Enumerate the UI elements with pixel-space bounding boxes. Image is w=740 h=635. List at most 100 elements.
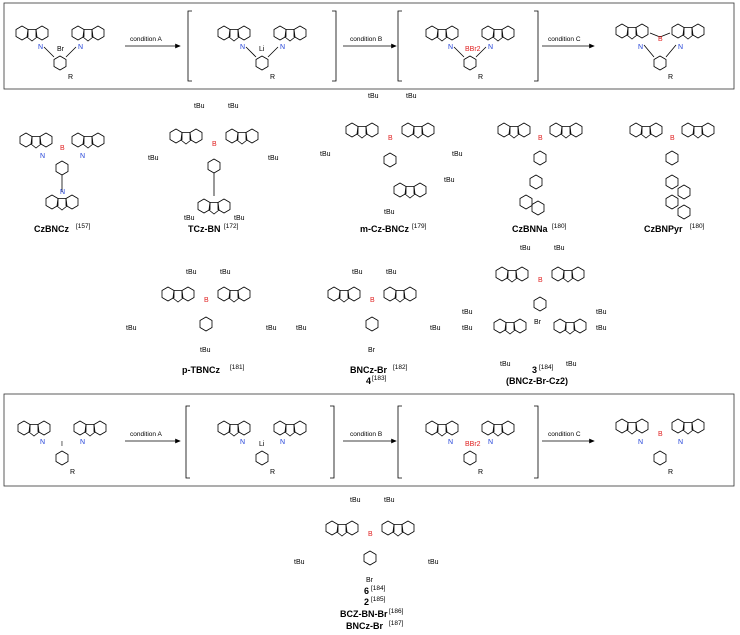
tbu-group: tBu — [228, 103, 239, 110]
tbu-group: tBu — [462, 309, 473, 316]
tbu-group: tBu — [406, 93, 417, 100]
tbu-group: tBu — [384, 209, 395, 216]
boron-atom: B — [658, 431, 663, 438]
compound-label: p-TBNCz — [182, 365, 220, 375]
compound-ref: [182] — [393, 364, 408, 371]
scheme-1-lithiated: N N Li R — [187, 10, 337, 82]
compound-ref: [187] — [389, 620, 404, 627]
tbu-group: tBu — [430, 325, 441, 332]
tbu-group: tBu — [294, 559, 305, 566]
tbu-group: tBu — [500, 361, 511, 368]
scheme-1-product: N N B R — [616, 24, 704, 81]
n-atom: N — [60, 189, 65, 196]
scheme-2-frame — [3, 393, 735, 487]
tbu-group: tBu — [148, 155, 159, 162]
n-atom-right: N — [280, 44, 285, 51]
lithium-atom: Li — [259, 441, 265, 448]
r-group: R — [270, 74, 275, 81]
boron-atom: B — [658, 36, 663, 43]
boron-atom: B — [670, 135, 675, 142]
n-atom-right: N — [280, 439, 285, 446]
tbu-group: tBu — [184, 215, 195, 222]
lithium-atom: Li — [259, 46, 265, 53]
compound-czbnpyr: B — [630, 123, 714, 220]
n-atom-right: N — [488, 439, 493, 446]
compound-label: CzBNNa — [512, 224, 548, 234]
tbu-group: tBu — [596, 325, 607, 332]
tbu-group: tBu — [462, 325, 473, 332]
compound-bncz-br-cz2: B Br tBu tBu tBu tBu tBu tBu tBu tBu — [462, 245, 607, 368]
compound-label: BNCz-Br — [346, 621, 383, 631]
scheme-2-borylated: N N BBr2 R — [397, 405, 539, 479]
compound-ref: [157] — [76, 223, 91, 230]
tbu-group: tBu — [368, 93, 379, 100]
scheme-2-precursor: N N I R — [18, 421, 106, 476]
r-group: R — [270, 469, 275, 476]
compound-label: (BNCz-Br-Cz2) — [506, 376, 568, 386]
iodo-atom: I — [61, 441, 63, 448]
compound-ref: [185] — [371, 596, 386, 603]
n-atom-left: N — [38, 44, 43, 51]
condition-c-label: condition C — [548, 36, 581, 43]
n-atom-right: N — [678, 439, 683, 446]
compound-row-1: B N N N CzBNCz [157] B tBu tBu tBu tBu t… — [20, 93, 714, 234]
boron-atom: B — [368, 531, 373, 538]
tbu-group: tBu — [428, 559, 439, 566]
n-atom-right: N — [488, 44, 493, 51]
boron-atom: B — [212, 141, 217, 148]
tbu-group: tBu — [220, 269, 231, 276]
scheme-2-lithiated: N N Li R — [185, 405, 335, 479]
compound-ref: [179] — [412, 223, 427, 230]
tbu-group: tBu — [566, 361, 577, 368]
n-atom-right: N — [80, 439, 85, 446]
boron-atom: B — [204, 297, 209, 304]
compound-ref: [172] — [224, 223, 239, 230]
n-atom-left: N — [240, 44, 245, 51]
halogen-atom: Br — [57, 46, 65, 53]
n-atom-left: N — [448, 439, 453, 446]
tbu-group: tBu — [444, 177, 455, 184]
condition-a-label: condition A — [130, 431, 162, 438]
compound-label: BNCz-Br — [350, 365, 387, 375]
boron-atom: B — [370, 297, 375, 304]
scheme-1-frame — [3, 2, 735, 90]
scheme-2: N N I R condition A N N Li R condition B — [3, 393, 735, 487]
boron-atom: B — [60, 145, 65, 152]
n-atom-left: N — [448, 44, 453, 51]
r-group: R — [70, 469, 75, 476]
tbu-group: tBu — [200, 347, 211, 354]
compound-ref: [186] — [389, 608, 404, 615]
compound-ref: [184] — [539, 364, 554, 371]
n-atom-left: N — [638, 439, 643, 446]
n-atom: N — [40, 153, 45, 160]
tbu-group: tBu — [320, 151, 331, 158]
tbu-group: tBu — [386, 269, 397, 276]
compound-czbnna: B — [498, 123, 582, 216]
compound-label: m-Cz-BNCz — [360, 224, 409, 234]
tbu-group: tBu — [126, 325, 137, 332]
compound-czbncz: B N N N — [20, 133, 104, 210]
tbu-group: tBu — [234, 215, 245, 222]
compound-bottom-bncz-br: B tBu tBu tBu tBu Br — [294, 497, 439, 584]
compound-label: 6 — [364, 586, 369, 596]
tbu-group: tBu — [520, 245, 531, 252]
r-group: R — [668, 469, 673, 476]
r-group: R — [478, 74, 483, 81]
scheme-1-borylated: N N BBr2 R — [397, 10, 539, 82]
compound-tcz-bn: B tBu tBu tBu tBu tBu tBu — [148, 103, 279, 222]
compound-label: BCZ-BN-Br — [340, 609, 388, 619]
tbu-group: tBu — [296, 325, 307, 332]
n-atom-left: N — [40, 439, 45, 446]
compound-ref: [183] — [372, 375, 387, 382]
tbu-group: tBu — [194, 103, 205, 110]
boron-atom: B — [388, 135, 393, 142]
compound-ref: [184] — [371, 585, 386, 592]
n-atom-left: N — [240, 439, 245, 446]
tbu-group: tBu — [384, 497, 395, 504]
compound-ref: [180] — [690, 223, 705, 230]
n-atom-right: N — [78, 44, 83, 51]
n-atom: N — [80, 153, 85, 160]
tbu-group: tBu — [350, 497, 361, 504]
tbu-group: tBu — [352, 269, 363, 276]
